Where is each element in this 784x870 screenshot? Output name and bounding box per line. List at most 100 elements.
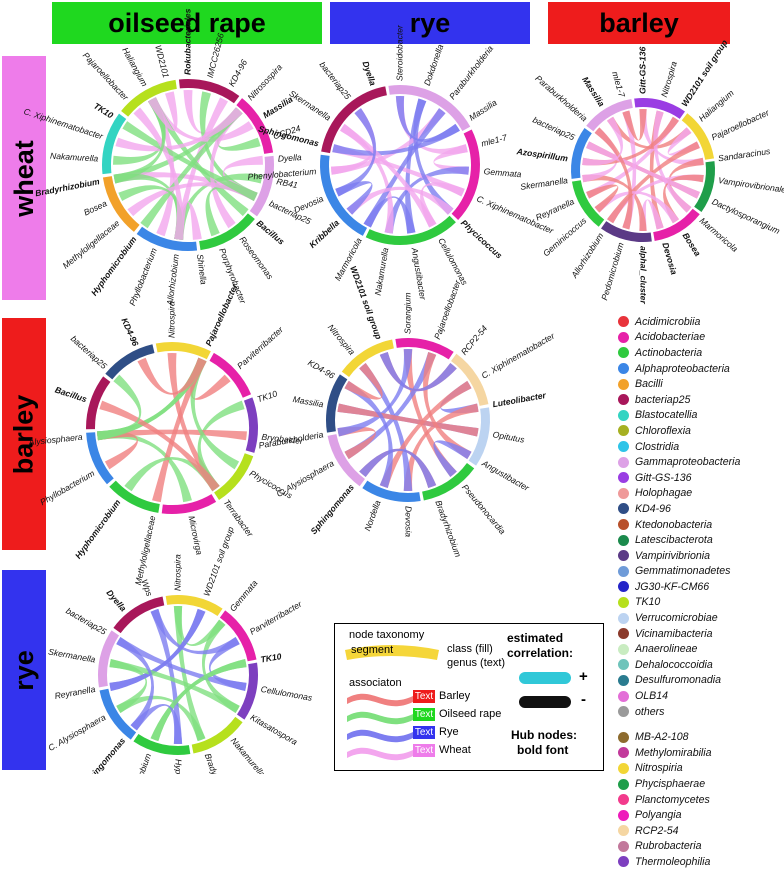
key-estimated: estimated (507, 631, 564, 645)
class-segment (199, 213, 255, 251)
header-barley: barley (548, 2, 730, 44)
association-ribbon (113, 173, 184, 240)
association-ribbon (403, 348, 457, 478)
legend-swatch (618, 809, 629, 821)
association-ribbon (586, 141, 700, 199)
association-ribbon (115, 107, 243, 152)
association-ribbon (363, 108, 446, 228)
legend-label: Acidobacteriae (635, 331, 706, 344)
node-label: Allorhizobium (569, 231, 606, 281)
association-ribbon (173, 605, 226, 646)
class-segment (161, 494, 217, 514)
association-ribbon (335, 108, 377, 197)
association-ribbon (97, 357, 207, 441)
key-wheat-label: Wheat (439, 744, 471, 756)
node-label: Phycicoccus (248, 468, 295, 501)
legend-item: Dehalococcoidia (618, 657, 784, 673)
node-label: bacteriap25 (69, 333, 109, 371)
legend-item: Rubrobacteria (618, 839, 784, 855)
class-segment (395, 338, 454, 360)
association-ribbon (586, 141, 700, 199)
node-label: TK10 (256, 388, 279, 404)
node-label: Reyranella (54, 684, 96, 701)
association-ribbon (174, 173, 263, 240)
association-ribbon (649, 110, 664, 230)
node-label: C. Xiphinematobacter (480, 330, 558, 381)
association-ribbon (340, 123, 437, 228)
association-ribbon (331, 108, 446, 175)
node-label: TK10 (92, 101, 115, 121)
node-label: Dyella (104, 588, 128, 614)
node-label: Opitutus (492, 429, 526, 445)
association-ribbon (190, 357, 240, 470)
legend-label: Nitrospiria (635, 762, 683, 775)
association-ribbon (147, 91, 178, 131)
association-ribbon (197, 400, 245, 492)
node-label: Methyloligellaceae (133, 515, 158, 586)
node-label: KD4-96 (119, 316, 140, 347)
legend-label: RCP2-54 (635, 824, 679, 837)
header-rye-label: rye (409, 7, 451, 38)
node-label: mle1-7 (480, 132, 509, 148)
legend-swatch (618, 674, 629, 686)
association-ribbon (190, 357, 231, 400)
legend-swatch (618, 706, 629, 718)
node-label: WD2101 soil group (201, 525, 235, 597)
legend-item: RCP2-54 (618, 823, 784, 839)
node-label: Nakamurella (373, 247, 391, 296)
association-ribbon (440, 380, 479, 414)
class-segment (601, 221, 652, 242)
association-ribbon (344, 362, 383, 400)
association-ribbon (116, 695, 206, 742)
legend-swatch (618, 425, 629, 437)
node-label: Massilia (467, 97, 499, 122)
legend-item: Acidobacteriae (618, 330, 784, 346)
association-ribbon (152, 357, 207, 503)
node-label: bacteriap25 (268, 198, 313, 226)
class-segment (451, 129, 480, 220)
association-ribbon (413, 98, 454, 215)
legend-item: Holophagae (618, 486, 784, 502)
association-ribbon (582, 116, 623, 166)
legend-swatch (618, 456, 629, 468)
legend-swatch (618, 659, 629, 671)
legend-item: Nitrospiria (618, 761, 784, 777)
node-label: Methyloligellaceae (61, 218, 122, 271)
association-ribbon (403, 403, 479, 491)
class-segment (422, 463, 475, 501)
node-label: Nordella (362, 499, 382, 533)
key-box: node taxonomy segment class (fill) genus… (334, 623, 604, 771)
node-label: Sandaracinus (717, 146, 771, 163)
legend-swatch (618, 409, 629, 421)
association-ribbon (344, 351, 437, 460)
legend-swatch (618, 363, 629, 375)
node-label: Bacillus (54, 385, 89, 405)
node-label: Angustibacter (479, 458, 531, 494)
legend-swatch (618, 778, 629, 790)
key-barley-label: Barley (439, 690, 471, 702)
node-label: Dyella (277, 152, 302, 163)
association-ribbon (582, 116, 679, 166)
legend-item: JG30-KF-CM66 (618, 579, 784, 595)
association-ribbon (639, 199, 664, 231)
header-barley-label: barley (599, 7, 679, 38)
association-ribbon (116, 636, 155, 731)
association-ribbon (586, 184, 619, 213)
association-ribbon (124, 456, 220, 492)
class-segment (102, 176, 140, 232)
legend-item: Thermoleophilia (618, 854, 784, 870)
class-segment (653, 208, 700, 242)
association-ribbon (337, 403, 479, 437)
node-label: Nakamurella (50, 151, 99, 164)
node-label: Sphingomonas (308, 482, 356, 536)
node-label: Bosea (681, 231, 703, 258)
association-ribbon (582, 127, 618, 183)
legend-item: Latescibacterota (618, 532, 784, 548)
node-label: CCD24 (272, 123, 302, 141)
node-label: bacteriap25 (531, 115, 576, 143)
association-ribbon (420, 182, 465, 228)
association-ribbon (137, 357, 207, 395)
legend-label: others (635, 705, 665, 718)
